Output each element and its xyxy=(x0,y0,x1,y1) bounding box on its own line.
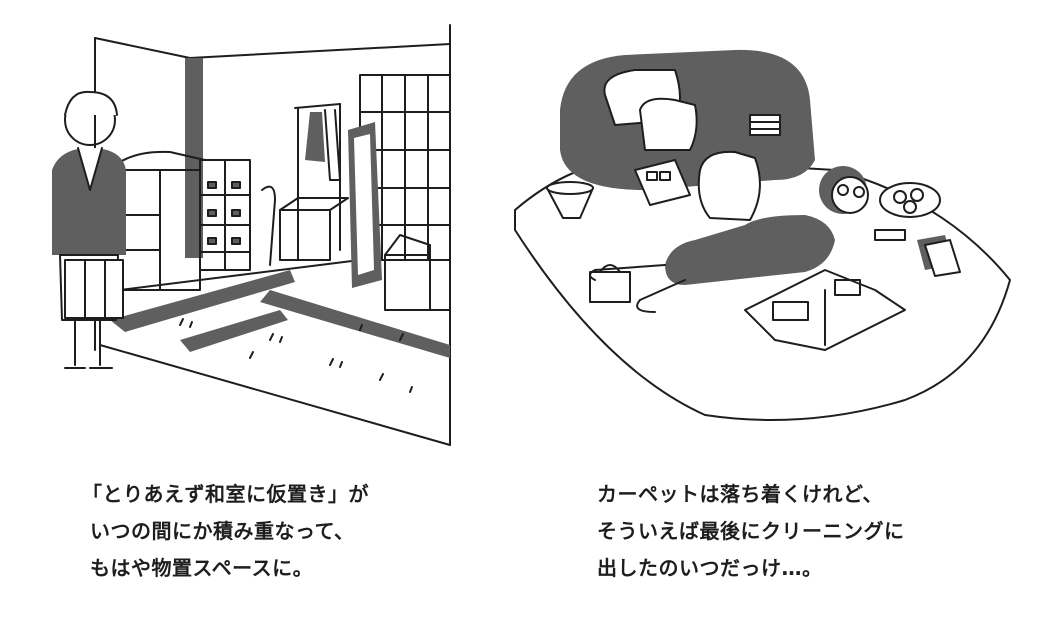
left-caption-line: もはや物置スペースに。 xyxy=(90,556,314,580)
tatami-room-illustration xyxy=(30,20,460,450)
right-caption-line: そういえば最後にクリーニングに xyxy=(597,519,905,543)
left-caption-line: 「とりあえず和室に仮置き」が xyxy=(82,482,369,506)
left-caption: 「とりあえず和室に仮置き」が いつの間にか積み重なって、 もはや物置スペースに。 xyxy=(82,476,369,587)
right-caption-line: カーペットは落ち着くけれど、 xyxy=(597,482,883,506)
right-caption: カーペットは落ち着くけれど、 そういえば最後にクリーニングに 出したのいつだっけ… xyxy=(597,476,905,587)
carpet-living-illustration xyxy=(505,40,1020,430)
right-caption-line: 出したのいつだっけ…。 xyxy=(597,556,823,580)
left-caption-line: いつの間にか積み重なって、 xyxy=(90,519,355,543)
